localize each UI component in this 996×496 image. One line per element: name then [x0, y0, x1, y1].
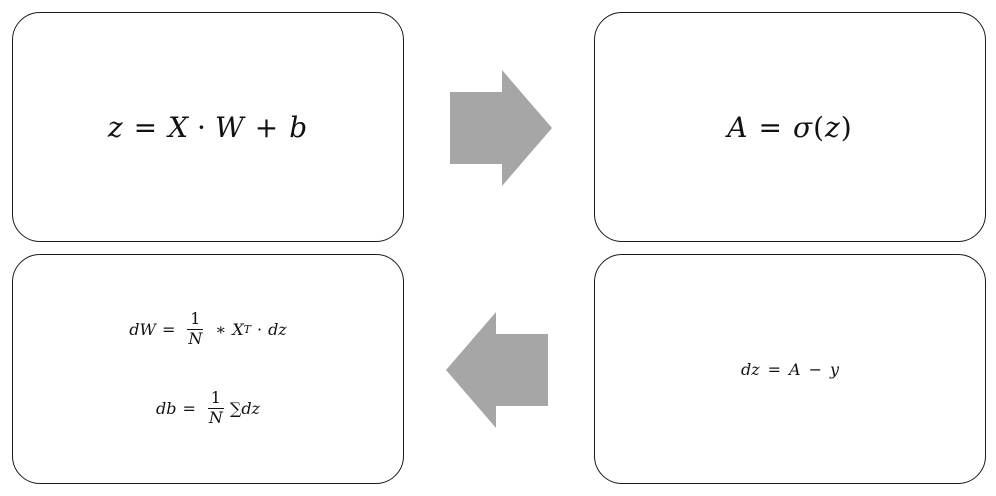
- dz-formula: dz = A − y: [741, 360, 839, 379]
- equals-sign: =: [161, 320, 176, 340]
- right-paren: ): [840, 110, 853, 144]
- equals-sign: =: [182, 398, 196, 418]
- equals-sign: =: [133, 110, 159, 144]
- equals-sign: =: [767, 359, 782, 379]
- activation-formula: A = σ ( z ): [727, 111, 852, 144]
- b-symbol: b: [289, 110, 309, 144]
- fraction-denominator: N: [208, 407, 223, 427]
- error-box: dz = A − y: [594, 254, 986, 484]
- linear-step-box: z = X · W + b: [12, 12, 404, 242]
- dz-symbol: dz: [740, 359, 760, 379]
- fraction-numerator: 1: [207, 389, 224, 409]
- sigma-symbol: σ: [792, 110, 814, 144]
- right-arrow-shape: [450, 70, 552, 186]
- db-formula: db = 1 N ∑ dz: [156, 389, 260, 427]
- left-arrow-icon: [446, 312, 548, 428]
- a-symbol: A: [727, 110, 749, 144]
- fraction-numerator: 1: [187, 311, 204, 331]
- a-symbol: A: [789, 359, 801, 379]
- dot-operator: ·: [256, 320, 263, 340]
- linear-formula: z = X · W + b: [108, 111, 308, 144]
- minus-sign: −: [808, 359, 822, 379]
- one-over-n-fraction: 1 N: [206, 389, 226, 427]
- db-symbol: db: [156, 398, 177, 418]
- z-symbol: z: [825, 110, 841, 144]
- dw-symbol: dW: [129, 320, 156, 340]
- x-symbol: X: [232, 320, 244, 340]
- times-operator: ∗: [215, 320, 227, 340]
- left-arrow-shape: [446, 312, 548, 428]
- right-arrow-icon: [450, 70, 552, 186]
- w-symbol: W: [214, 110, 245, 144]
- fraction-denominator: N: [188, 329, 203, 349]
- y-symbol: y: [830, 359, 840, 379]
- sum-symbol: ∑: [229, 398, 242, 418]
- z-symbol: z: [107, 110, 124, 144]
- transpose-superscript: T: [243, 323, 251, 337]
- dz-symbol: dz: [241, 398, 260, 418]
- activation-step-box: A = σ ( z ): [594, 12, 986, 242]
- left-paren: (: [813, 110, 826, 144]
- dz-symbol: dz: [268, 320, 287, 340]
- x-symbol: X: [168, 110, 190, 144]
- plus-sign: +: [254, 110, 280, 144]
- one-over-n-fraction: 1 N: [185, 311, 205, 348]
- dot-operator: ·: [197, 110, 207, 144]
- equals-sign: =: [758, 110, 783, 144]
